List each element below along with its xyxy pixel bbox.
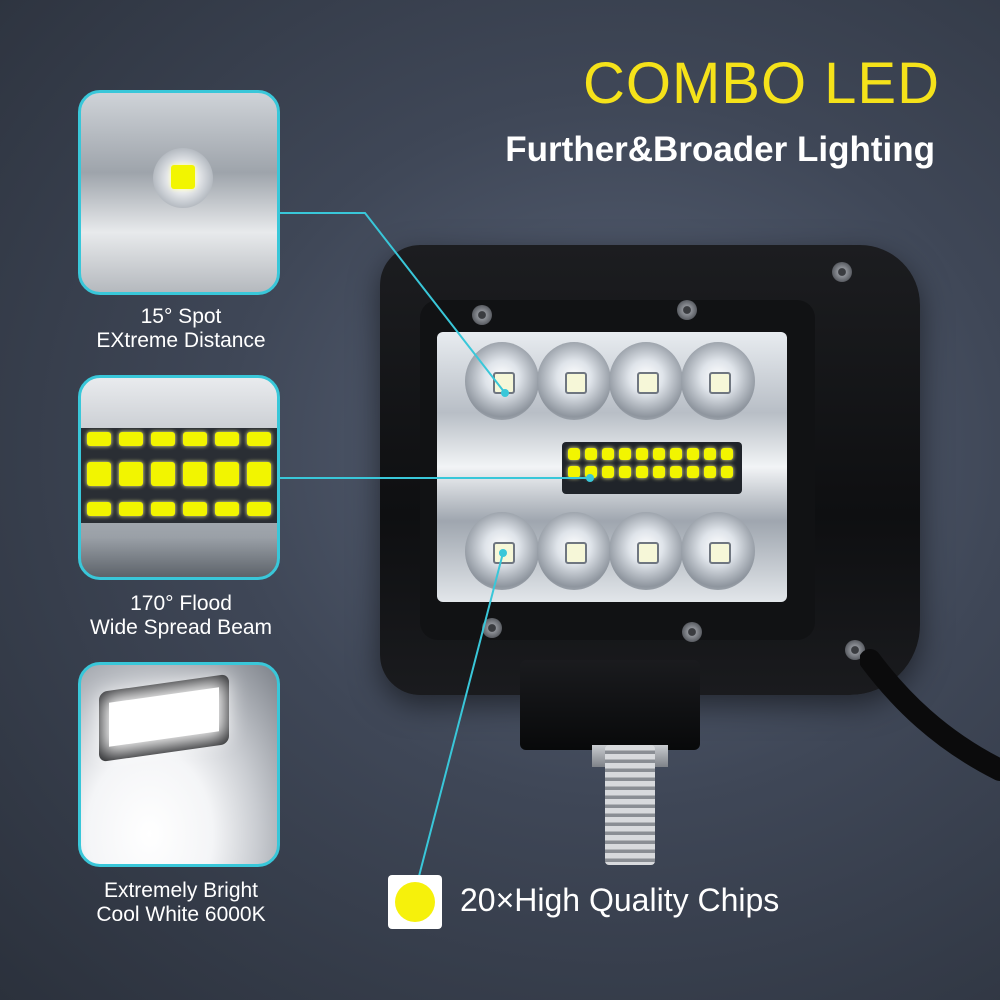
bright-caption-line1: Extremely Bright [103,879,259,902]
led-emitter [637,542,659,564]
chip-connector-line [417,552,504,881]
screw-icon [472,305,492,325]
screw-icon [482,618,502,638]
spot-detail-box [78,90,280,295]
brightness-detail-box [78,662,280,867]
led-emitter [565,372,587,394]
led-emitter [565,542,587,564]
subheadline: Further&Broader Lighting [505,130,935,169]
led-emitter [709,542,731,564]
flood-caption-line1: 170° Flood [130,592,232,615]
mount-bolt [605,745,655,865]
light-lens [437,332,787,602]
spot-caption: 15° Spot EXtreme Distance [70,305,292,353]
flood-chip-strip [81,428,277,523]
spot-caption-line1: 15° Spot [140,305,222,328]
headline: COMBO LED [582,51,940,116]
bright-caption: Extremely Bright Cool White 6000K [70,879,292,927]
flood-connector-dot [586,474,594,482]
mount-bracket [520,660,700,750]
led-emitter [637,372,659,394]
flood-caption-line2: Wide Spread Beam [89,616,273,639]
flood-caption: 170° Flood Wide Spread Beam [70,592,292,640]
spot-chip [171,165,195,189]
chip-legend-text: 20×High Quality Chips [460,882,780,918]
led-emitter [709,372,731,394]
bright-caption-line2: Cool White 6000K [96,903,266,926]
power-cable [860,649,1000,781]
chip-strip [562,442,742,494]
spot-connector-line [280,212,506,394]
chip-icon [388,875,442,929]
flood-detail-box [78,375,280,580]
spot-caption-line2: EXtreme Distance [96,329,266,352]
screw-icon [832,262,852,282]
screw-icon [682,622,702,642]
screw-icon [845,640,865,660]
screw-icon [677,300,697,320]
chip-connector-dot [499,549,507,557]
spot-connector-dot [501,389,509,397]
